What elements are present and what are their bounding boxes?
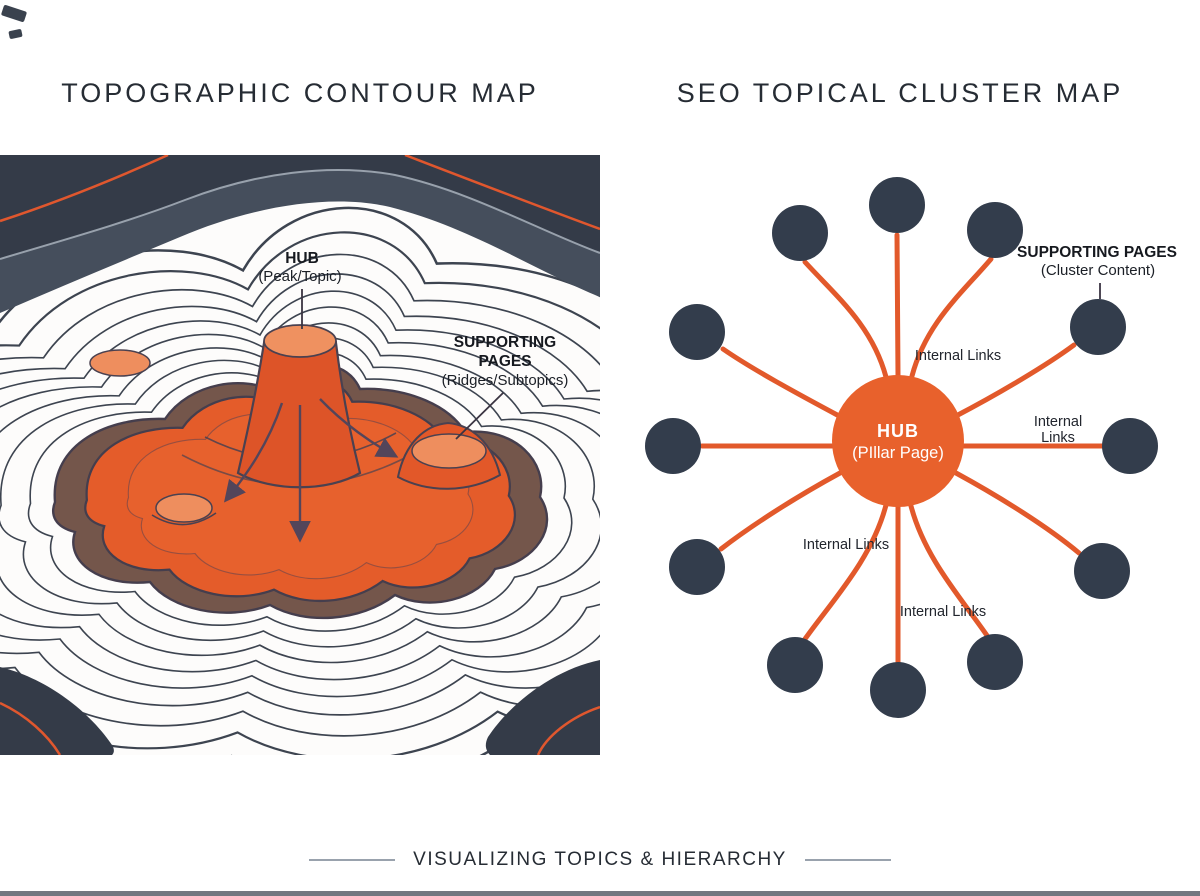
supporting-page-nodes (645, 177, 1158, 718)
hub-subtitle: (PIllar Page) (852, 444, 944, 462)
cluster-node (869, 177, 925, 233)
internal-link-lines (699, 232, 1106, 666)
accent-contour-bottomright (536, 705, 600, 755)
cluster-node (767, 637, 823, 693)
internal-links-label-bottom-left: Internal Links (803, 537, 889, 553)
hub-title: HUB (877, 421, 919, 441)
footer-rule-left (309, 859, 396, 861)
central-peak-top (263, 324, 337, 358)
flow-arrows (224, 398, 399, 543)
cluster-node (870, 662, 926, 718)
cluster-node (645, 418, 701, 474)
bottomright-navy-corner (485, 660, 600, 755)
accent-contour-topright (404, 155, 600, 231)
supporting-label-line2: PAGES (478, 353, 531, 370)
small-peak-northwest (89, 349, 151, 377)
top-navy-corner (0, 155, 600, 259)
topographic-map-illustration: HUB (Peak/Topic) SUPPORTING PAGES (Ridge… (0, 155, 600, 755)
hub-peak-label-title: HUB (285, 250, 319, 267)
cluster-node (772, 205, 828, 261)
hub-peak-label-subtitle: (Peak/Topic) (258, 268, 341, 285)
cluster-node (1070, 299, 1126, 355)
cluster-node (1102, 418, 1158, 474)
right-panel-title: SEO TOPICAL CLUSTER MAP (676, 78, 1124, 108)
internal-links-label-right-line2: Links (1041, 430, 1075, 446)
supporting-peak-top (411, 433, 487, 469)
footer: VISUALIZING TOPICS & HIERARCHY (0, 849, 1200, 871)
internal-links-label-right-line1: Internal (1034, 414, 1082, 430)
internal-links-labels: Internal Links Internal Links Internal L… (803, 348, 1082, 620)
cluster-node (669, 539, 725, 595)
internal-links-label-top: Internal Links (915, 348, 1001, 364)
internal-links-label-bottom: Internal Links (900, 604, 986, 620)
cluster-node (967, 634, 1023, 690)
hub-circle (832, 375, 964, 507)
footer-rule-right (804, 859, 891, 861)
footer-label: VISUALIZING TOPICS & HIERARCHY (413, 849, 787, 870)
bottom-edge-strip (0, 891, 1200, 896)
seo-cluster-diagram: HUB (PIllar Page) Internal Links Interna… (645, 177, 1177, 718)
supporting-label-subtitle: (Ridges/Subtopics) (442, 372, 569, 389)
cluster-node (669, 304, 725, 360)
supporting-label-line1: SUPPORTING (454, 334, 556, 351)
cluster-supporting-label-subtitle: (Cluster Content) (1041, 262, 1155, 279)
cluster-supporting-label-title: SUPPORTING PAGES (1017, 244, 1177, 261)
accent-contour-bottomleft (0, 701, 62, 755)
left-panel-title: TOPOGRAPHIC CONTOUR MAP (61, 78, 539, 108)
bottomleft-navy-corner (0, 667, 114, 755)
paper-speck (8, 28, 23, 40)
cluster-node (967, 202, 1023, 258)
accent-contour-topleft (0, 155, 169, 223)
cluster-node (1074, 543, 1130, 599)
band-divider-line (0, 168, 600, 260)
small-peak-west-base (151, 512, 217, 526)
paper-speck (0, 4, 28, 23)
supporting-leader-line (455, 392, 504, 440)
small-peak-west (155, 493, 213, 523)
